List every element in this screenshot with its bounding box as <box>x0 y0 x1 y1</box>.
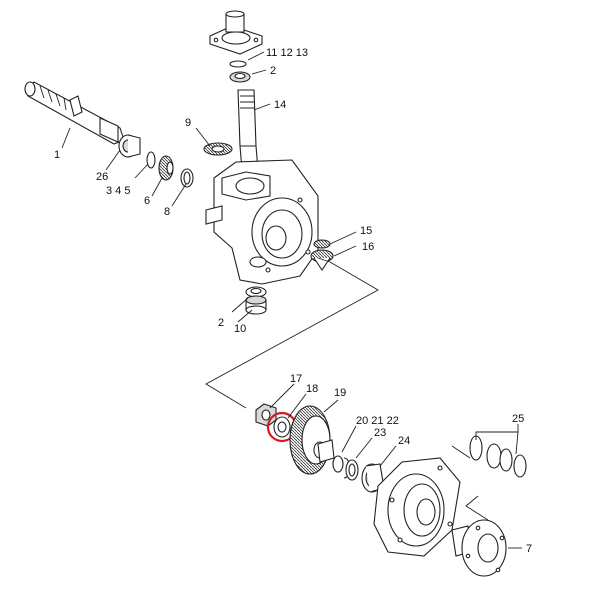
label-part-16: 16 <box>362 241 374 253</box>
top-flange-part-11-12-13[interactable] <box>209 10 263 55</box>
bearing-part-26[interactable] <box>118 134 141 158</box>
assembly-connection-line-2 <box>317 257 331 263</box>
label-part-26: 26 <box>96 171 108 183</box>
ring-set-part-25[interactable] <box>469 435 527 478</box>
label-part-17: 17 <box>290 373 302 385</box>
label-part-10: 10 <box>234 323 246 335</box>
label-part-25: 25 <box>512 413 524 425</box>
seal-ring-part-2-upper[interactable] <box>229 60 251 83</box>
bevel-gear-part-15[interactable] <box>313 239 331 249</box>
label-parts-20-21-22: 20 21 22 <box>356 415 399 427</box>
label-part-6: 6 <box>144 195 150 207</box>
ring-part-23[interactable] <box>345 459 359 481</box>
pinion-gear-part-6[interactable] <box>158 155 174 181</box>
label-part-8: 8 <box>164 206 170 218</box>
label-part-23: 23 <box>374 427 386 439</box>
drive-flange-part-7[interactable] <box>451 519 507 577</box>
ring-gear-part-19[interactable] <box>289 405 335 475</box>
seal-ring-part-2-lower[interactable] <box>245 286 267 298</box>
bevel-gear-part-16[interactable] <box>310 249 334 271</box>
label-part-18: 18 <box>306 383 318 395</box>
label-parts-11-12-13: 11 12 13 <box>266 47 308 59</box>
gearbox-housing[interactable] <box>205 159 319 285</box>
label-part-2-upper: 2 <box>270 65 276 77</box>
vertical-shaft-part-14[interactable] <box>237 89 259 171</box>
housing-cover[interactable] <box>373 457 461 557</box>
washer-part-18[interactable] <box>273 416 291 438</box>
part-labels: 1 26 3 4 5 6 8 9 11 12 13 2 14 15 16 2 1… <box>54 47 532 555</box>
label-part-2-lower: 2 <box>218 317 224 329</box>
bevel-gear-part-9[interactable] <box>203 142 233 156</box>
snap-ring-part-8[interactable] <box>180 168 194 188</box>
assembly-connection-line <box>205 261 379 409</box>
label-part-9: 9 <box>185 117 191 129</box>
label-part-15: 15 <box>360 225 372 237</box>
label-part-1: 1 <box>54 149 60 161</box>
bearing-part-10[interactable] <box>245 295 267 315</box>
leader-lines <box>61 51 522 549</box>
shaft-part-1[interactable] <box>24 81 125 145</box>
label-part-7: 7 <box>526 543 532 555</box>
washer-part-3-4-5[interactable] <box>146 151 156 169</box>
label-part-19: 19 <box>334 387 346 399</box>
label-part-14: 14 <box>274 99 286 111</box>
label-part-24: 24 <box>398 435 410 447</box>
label-parts-3-4-5: 3 4 5 <box>106 185 130 197</box>
guide-lines <box>451 445 489 521</box>
